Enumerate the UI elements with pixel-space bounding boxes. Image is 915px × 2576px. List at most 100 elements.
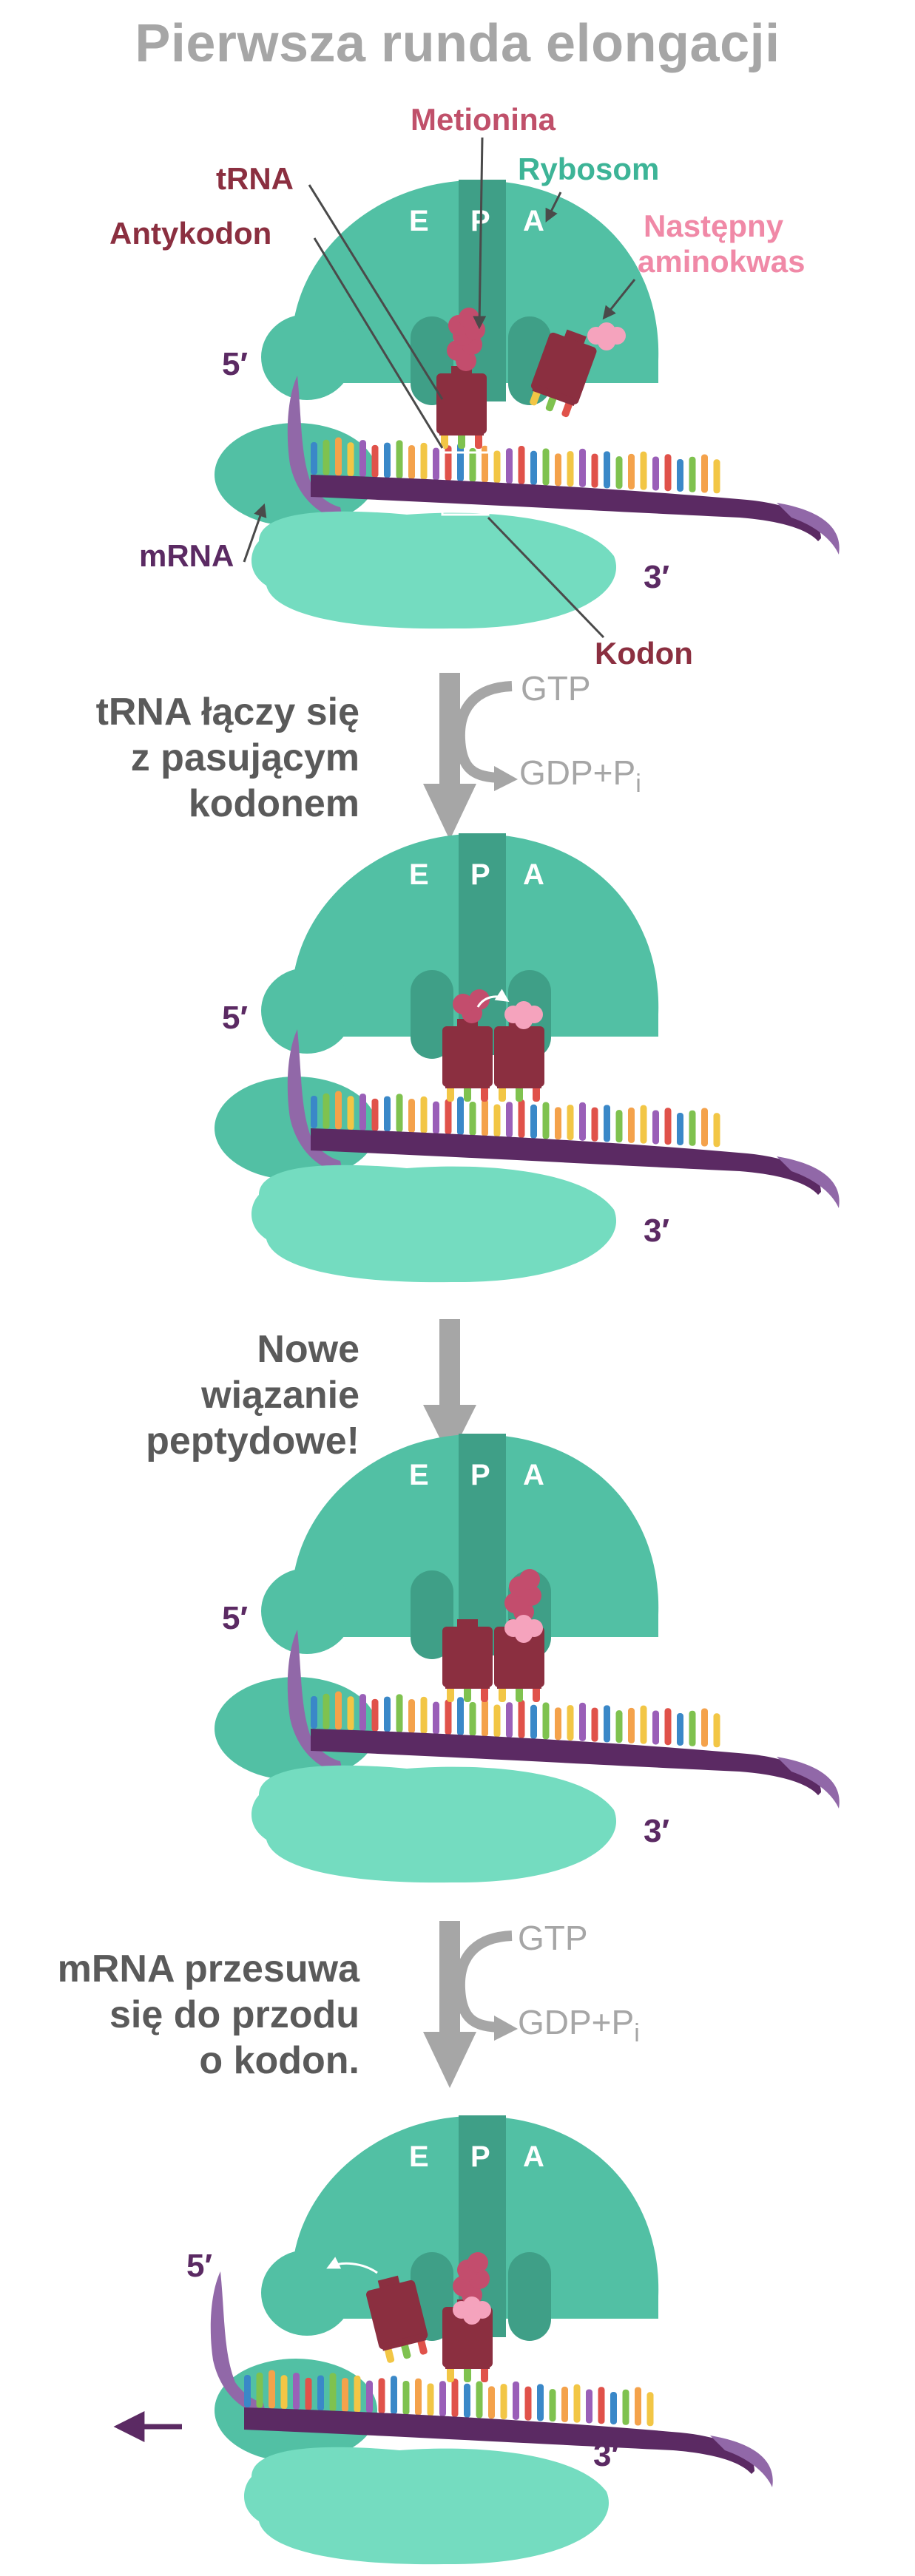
p3-ribosome-site-e-label: E xyxy=(409,1459,429,1491)
three-prime-label-1: 3′ xyxy=(644,559,670,595)
p4-ribosome-small-subunit xyxy=(244,2447,610,2565)
step1-arrow-head xyxy=(423,784,476,840)
p3-ribosome-site-p-label: P xyxy=(470,1459,490,1491)
p3-trna-a-site-anticodon-loop xyxy=(497,1681,541,1689)
five-prime-label-1: 5′ xyxy=(222,346,249,382)
p2-methionine xyxy=(453,989,490,1023)
p2-codon-bar xyxy=(408,1099,415,1133)
p1-codon-bar xyxy=(677,458,683,492)
five-prime-label-2: 5′ xyxy=(222,1000,249,1036)
p2-codon-bar xyxy=(579,1102,586,1141)
ribosome-label: Rybosom xyxy=(518,152,660,186)
p1-codon-bar xyxy=(335,437,342,476)
p4-codon-bar xyxy=(329,2373,337,2412)
p3-next-amino-acid xyxy=(504,1615,543,1643)
three-prime-label-3: 3′ xyxy=(644,1813,670,1849)
p2-codon-bar xyxy=(493,1104,501,1137)
p4-codon-bar xyxy=(451,2379,459,2418)
p3-codon-bar xyxy=(628,1707,635,1743)
p3-codon-bar xyxy=(506,1702,513,1738)
p1-methionine-residue xyxy=(459,308,479,328)
p3-codon-bar xyxy=(530,1704,537,1739)
p1-codon-bar xyxy=(457,443,464,482)
p2-trna-a-site-body xyxy=(494,1026,544,1087)
p4-ribosome-a-site-channel xyxy=(508,2252,551,2341)
p2-trna-p-site-body xyxy=(442,1026,493,1087)
p3-codon-bar xyxy=(677,1712,683,1746)
p1-codon-bar xyxy=(420,442,428,480)
p1-mrna-backbone xyxy=(311,475,821,541)
p4-codon-bar xyxy=(256,2372,263,2408)
p2-codon-bar xyxy=(396,1094,403,1133)
p2-next-amino-acid-residue xyxy=(515,1011,533,1029)
p3-codon-bar xyxy=(579,1702,586,1741)
p3-trna-a-site xyxy=(494,1619,544,1702)
p1-codon-bar xyxy=(628,453,635,489)
step3-gdp-head xyxy=(494,2016,518,2041)
gdp-label-2: GDP+Pi xyxy=(518,2002,640,2048)
p3-ribosome-small-subunit xyxy=(251,1765,617,1883)
gdp-text-2: GDP+P xyxy=(518,2003,635,2041)
p2-codon-bar xyxy=(433,1101,439,1134)
p3-codon-bar xyxy=(347,1696,354,1731)
p4-peptide-residue xyxy=(453,2276,473,2297)
p1-ribosome-small-subunit xyxy=(251,511,617,629)
p1-trna-p-site-anticodon-loop xyxy=(439,428,484,435)
p1-codon-bar xyxy=(506,448,513,484)
methionine-pointer xyxy=(473,137,487,330)
ribosome-pointer xyxy=(545,191,562,223)
p4-codon-bar xyxy=(378,2378,385,2414)
p4-codon-bar xyxy=(244,2375,251,2407)
p1-codon-bar xyxy=(640,451,647,490)
p3-codon-bar xyxy=(542,1702,550,1740)
five-prime-label-4: 5′ xyxy=(186,2248,213,2284)
p4-ribosome-large-subunit-lobe xyxy=(261,2250,353,2336)
p3-codon-bar xyxy=(359,1694,366,1732)
p4-mrna-backbone xyxy=(244,2407,754,2474)
p4-ribosome-site-e-label: E xyxy=(409,2141,429,2173)
gdp-label-1: GDP+Pi xyxy=(519,753,641,799)
p1-ribosome-site-e-label: E xyxy=(409,205,429,237)
p3-codon-bar xyxy=(311,1696,317,1729)
p2-trna-a-site xyxy=(494,1019,544,1102)
p3-codon-bar xyxy=(640,1705,647,1744)
p3-codon-bar xyxy=(615,1710,623,1743)
p4-mrna-tail-3prime xyxy=(710,2436,773,2487)
p2-codon-bar xyxy=(542,1102,550,1139)
p4-codon-bar xyxy=(610,2391,617,2424)
codon-pointer xyxy=(487,516,605,639)
p2-codon-bar xyxy=(664,1108,672,1145)
methionine-label: Metionina xyxy=(411,102,556,137)
p3-ribosome-site-a-label: A xyxy=(523,1459,544,1491)
gtp-label-2: GTP xyxy=(518,1919,588,1957)
p3-codon-bar xyxy=(652,1710,659,1745)
p2-codon-bar xyxy=(604,1105,610,1142)
p3-mrna-tail-3prime xyxy=(777,1757,840,1809)
p2-peptide-transfer-arrow xyxy=(476,989,510,1008)
p3-codon-bar xyxy=(591,1707,598,1742)
p4-codon-bar xyxy=(476,2381,483,2419)
p1-codon-bar xyxy=(652,456,659,491)
p3-codon-bar xyxy=(713,1713,720,1748)
p4-peptide-residue xyxy=(467,2252,488,2273)
p1-trna-incoming xyxy=(530,329,597,418)
codon-label: Kodon xyxy=(595,636,693,671)
p3-codon-bar xyxy=(457,1697,464,1736)
p4-codon-bar xyxy=(646,2392,654,2427)
p4-codon-bar xyxy=(269,2370,275,2409)
p1-codon-bar xyxy=(555,453,561,487)
p2-codon-bar xyxy=(701,1108,708,1147)
p1-codon-bar xyxy=(579,448,586,487)
p1-codon-bar xyxy=(384,442,391,478)
p4-ribosome-site-a-label: A xyxy=(523,2141,544,2173)
p4-trna-exiting xyxy=(366,2275,428,2363)
p3-ribosome-p-site-channel xyxy=(459,1434,506,1655)
three-prime-label-4: 3′ xyxy=(593,2437,620,2473)
p1-codon-bar xyxy=(433,447,439,481)
p1-ribosome-site-a-label: A xyxy=(523,205,544,237)
p4-codon-bar xyxy=(549,2389,556,2422)
p1-mrna xyxy=(311,437,840,555)
p3-ribosome-large-subunit-lobe xyxy=(261,1568,353,1654)
p1-codon-bar xyxy=(408,445,415,480)
